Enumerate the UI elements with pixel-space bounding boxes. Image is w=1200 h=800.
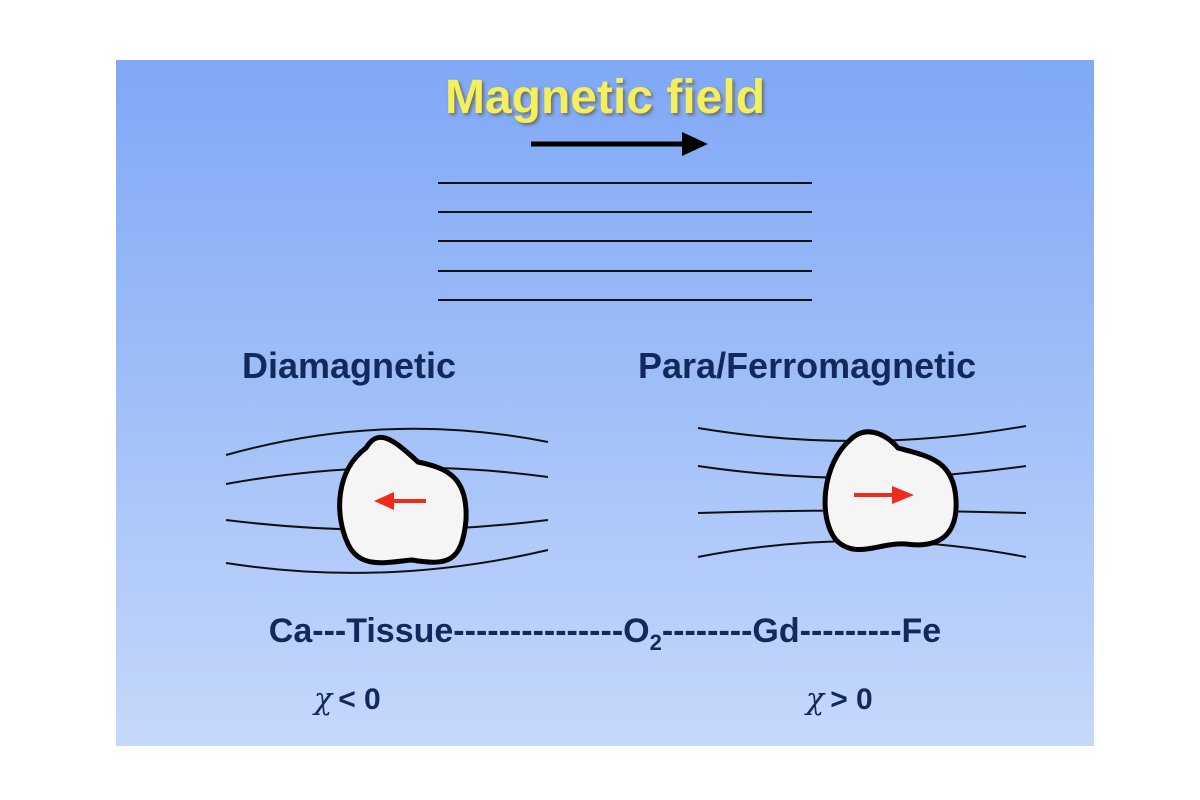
susceptibility-scale: Ca---Tissue---------------O2--------Gd--… <box>116 612 1094 656</box>
diagram-canvas <box>225 132 1027 574</box>
chi-symbol: χ <box>314 682 333 717</box>
paramagnetic-object <box>822 429 959 552</box>
scale-left-text: Ca---Tissue---------------O <box>268 612 650 650</box>
field-line <box>225 427 549 456</box>
scale-right-text: --------Gd---------Fe <box>661 612 942 650</box>
uniform-field-lines <box>438 182 812 301</box>
paramagnetic-moment-arrow-icon <box>854 486 914 504</box>
page-title: Magnetic field <box>444 71 766 124</box>
slide: Magnetic field <box>116 60 1094 746</box>
diamagnetic-moment-arrow-icon <box>374 492 426 510</box>
chi-positive-value: > 0 <box>830 683 873 716</box>
paramagnetic-heading: Para/Ferromagnetic <box>638 345 977 386</box>
field-direction-arrow-icon <box>531 132 708 156</box>
chi-positive-label: χ> 0 <box>806 682 873 717</box>
chi-negative-label: χ< 0 <box>314 682 381 717</box>
chi-symbol: χ <box>806 682 825 717</box>
scale-subscript: 2 <box>649 629 662 655</box>
chi-negative-value: < 0 <box>338 683 381 716</box>
field-line <box>225 549 549 574</box>
diamagnetic-heading: Diamagnetic <box>242 345 457 386</box>
